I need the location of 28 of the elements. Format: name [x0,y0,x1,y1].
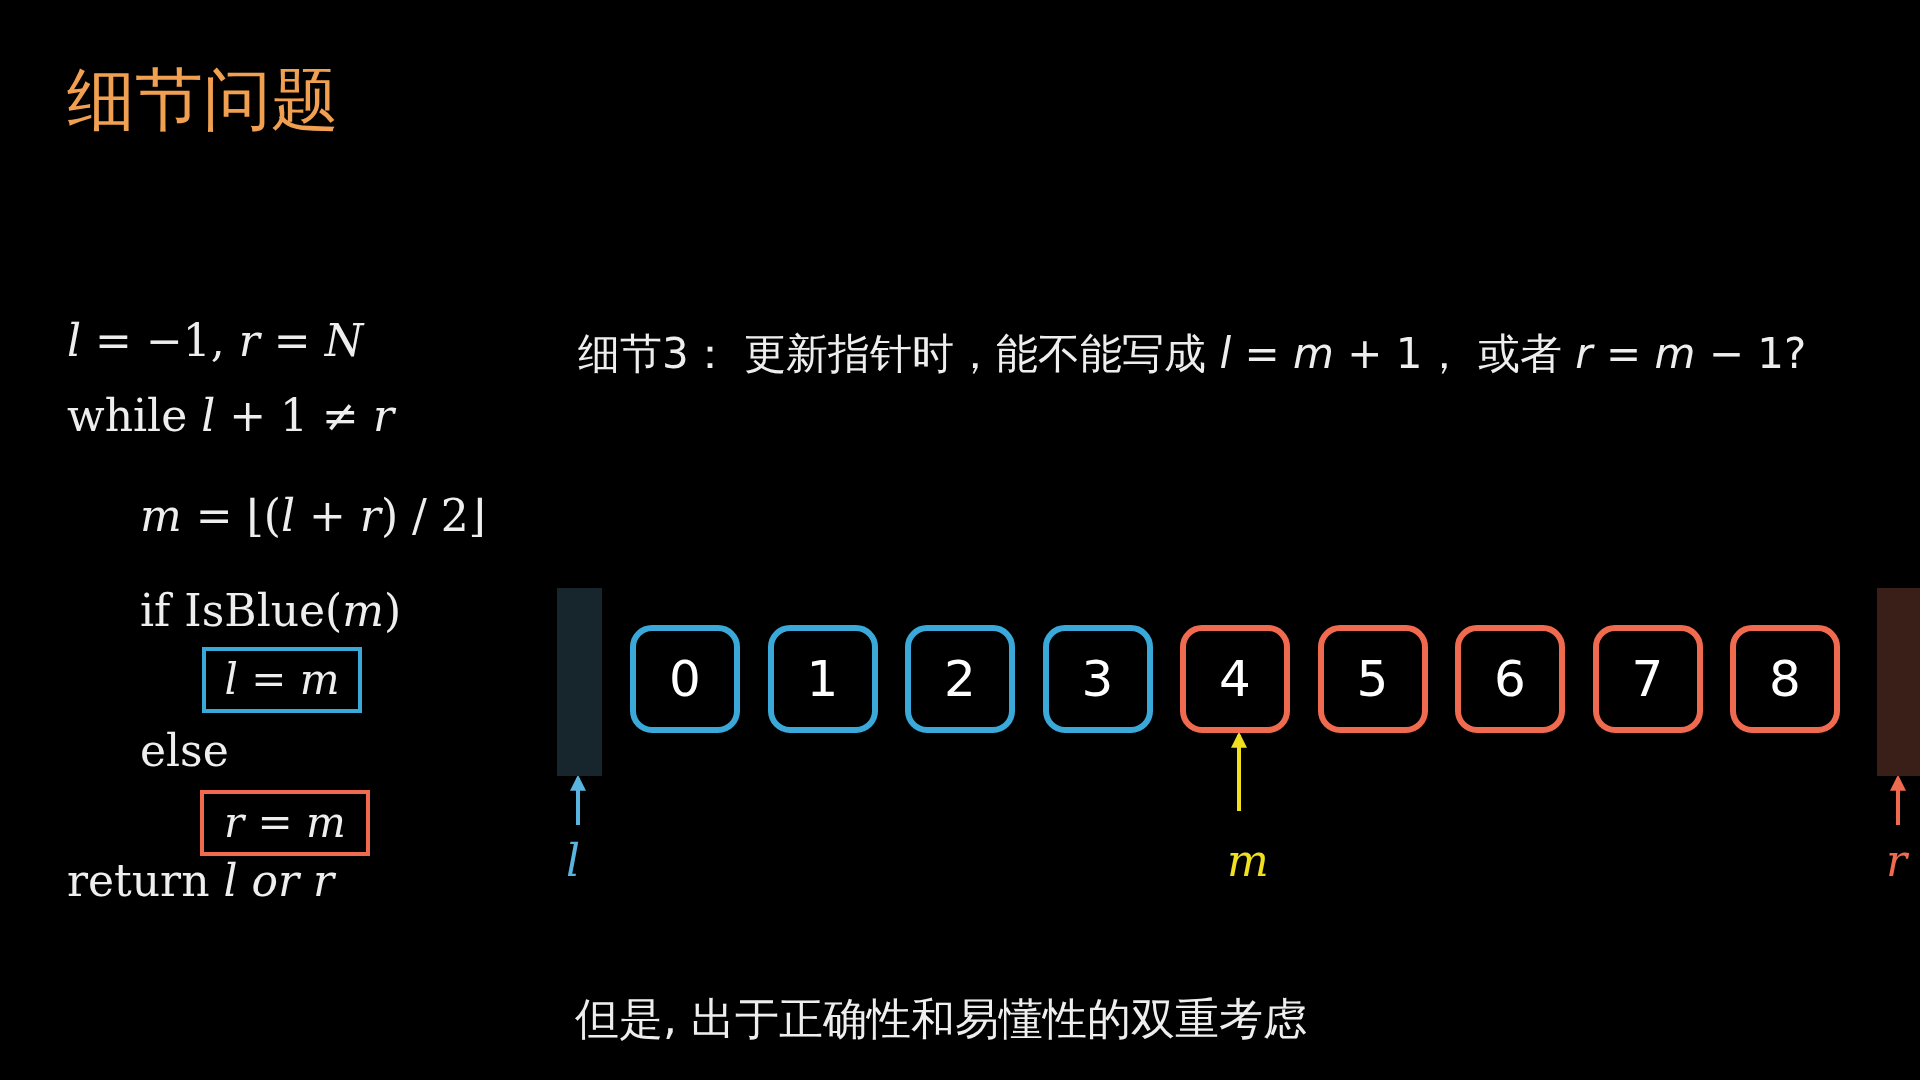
array-cell: 5 [1317,625,1428,733]
code-line: else [140,725,229,776]
pointer-arrow [1231,731,1247,811]
code-line: while l + 1 ≠ r [67,390,394,441]
highlight-box: r = m [200,790,370,856]
subtitle-text: 但是, 出于正确性和易懂性的双重考虑 [575,992,1307,1046]
code-line: m = ⌊(l + r) / 2⌋ [140,490,486,541]
array-cell: 0 [630,625,740,733]
pointer-label: r [1886,835,1908,886]
sentinel-bar [1877,588,1920,776]
array-cell: 7 [1592,625,1703,733]
code-line: return l or r [67,855,335,906]
array-cell: 4 [1180,625,1290,733]
question-text: 细节3： 更新指针时，能不能写成 l = m + 1， 或者 r = m − 1? [578,328,1807,380]
pointer-label: m [1227,835,1269,886]
array-cell: 1 [767,625,878,733]
code-line: l = −1, r = N [67,315,364,366]
highlight-box: l = m [202,647,362,713]
array-cell: 8 [1730,625,1840,733]
array-cell: 2 [905,625,1015,733]
slide-title: 细节问题 [67,59,339,141]
pointer-label: l [566,835,581,886]
pointer-arrow [1890,774,1906,825]
code-line: if IsBlue(m) [140,585,402,636]
sentinel-bar [557,588,602,776]
array-cell: 3 [1042,625,1153,733]
pointer-arrow [570,774,586,825]
array-cell: 6 [1455,625,1565,733]
